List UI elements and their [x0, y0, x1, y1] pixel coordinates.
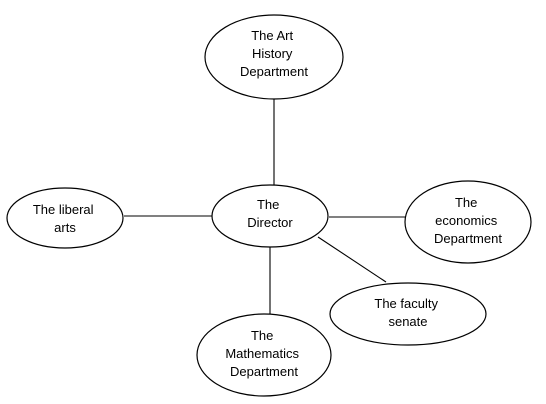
node-mathematics-ellipse	[196, 313, 332, 397]
node-director-label: The Director	[247, 197, 293, 230]
node-liberal-arts-ellipse	[6, 187, 124, 249]
node-economics: The economics Department	[404, 180, 532, 264]
node-director: The Director	[211, 184, 329, 248]
node-mathematics-label: The Mathematics Department	[225, 328, 302, 379]
node-mathematics: The Mathematics Department	[196, 313, 332, 397]
node-faculty-senate: The faculty senate	[329, 282, 487, 346]
node-economics-ellipse	[404, 180, 532, 264]
node-director-ellipse	[211, 184, 329, 248]
node-liberal-arts: The liberal arts	[6, 187, 124, 249]
node-liberal-arts-label: The liberal arts	[33, 202, 97, 235]
node-art-history-ellipse	[204, 14, 344, 100]
node-art-history-label: The Art History Department	[240, 28, 308, 79]
node-faculty-senate-label: The faculty senate	[374, 296, 441, 329]
node-faculty-senate-ellipse	[329, 282, 487, 346]
node-economics-label: The economics Department	[434, 195, 502, 246]
node-art-history: The Art History Department	[204, 14, 344, 100]
edge-director-faculty-senate	[317, 236, 387, 283]
